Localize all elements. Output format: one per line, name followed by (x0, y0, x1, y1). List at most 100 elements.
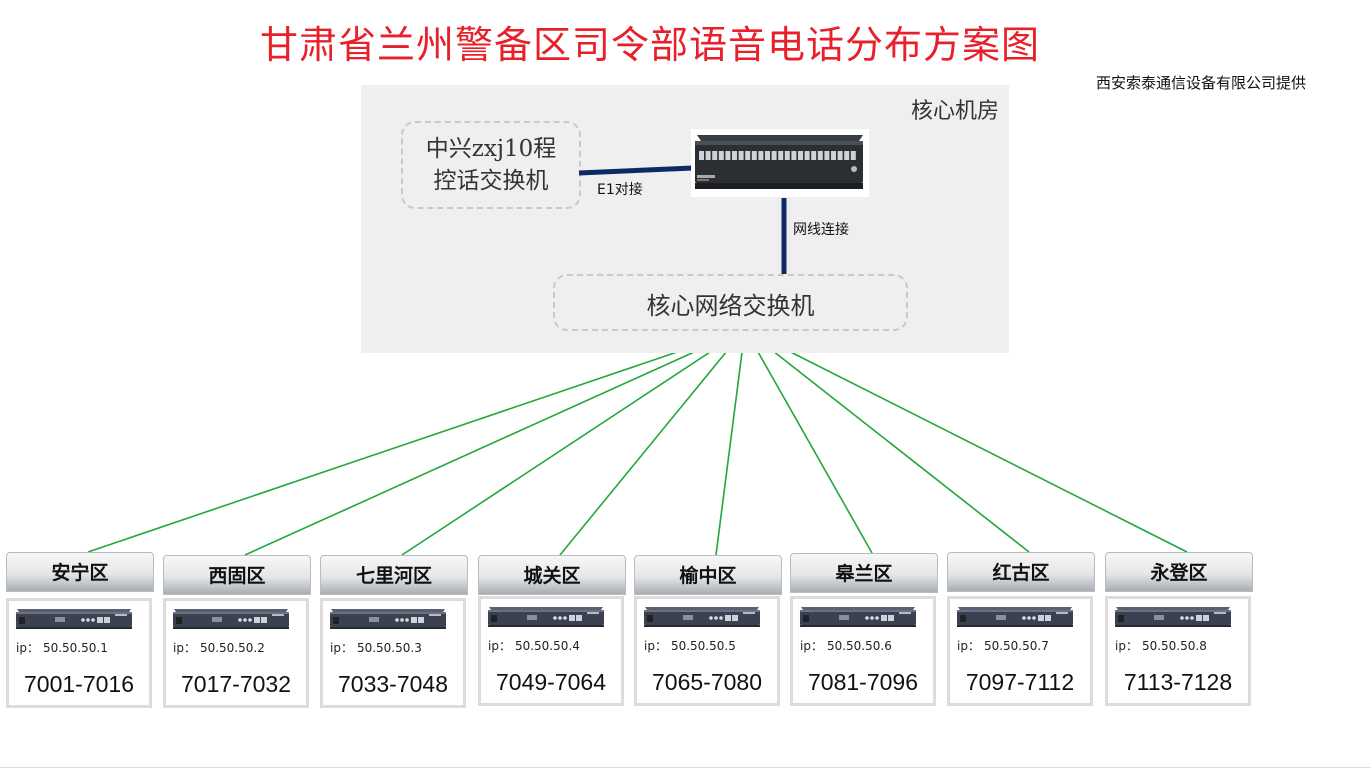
district-name-header: 安宁区 (6, 552, 154, 592)
diagram-title: 甘肃省兰州警备区司令部语音电话分布方案图 (259, 23, 1040, 67)
district-ip-line: ip：50.50.50.8 (1115, 637, 1207, 654)
voip-gateway-device-icon (487, 605, 605, 633)
core-network-switch-label: 核心网络交换机 (646, 292, 815, 320)
gateway-port (771, 151, 777, 160)
green-link-line (744, 328, 873, 554)
ip-address: 50.50.50.7 (983, 639, 1049, 653)
green-link-line (744, 328, 1030, 553)
extension-range: 7001-7016 (24, 671, 134, 697)
pbx-switch-label: 中兴zxj10程 控话交换机 (403, 133, 579, 197)
district-device-card: ip：50.50.50.7 7097-7112 (947, 596, 1093, 706)
cable-label: 网线连接 (793, 222, 849, 238)
ip-address: 50.50.50.8 (1141, 639, 1207, 653)
gateway-port (705, 151, 711, 160)
bottom-divider (0, 767, 1371, 768)
district-device-card: ip：50.50.50.2 7017-7032 (163, 598, 309, 708)
district-ip-line: ip：50.50.50.3 (330, 639, 422, 656)
ip-address: 50.50.50.1 (42, 641, 108, 655)
district-device-card: ip：50.50.50.5 7065-7080 (634, 596, 780, 706)
pbx-label-line1: 中兴zxj10程 (425, 136, 557, 162)
gateway-port (738, 151, 744, 160)
ip-prefix: ip： (16, 641, 39, 655)
gateway-port (798, 151, 803, 160)
core-room-label: 核心机房 (910, 99, 999, 124)
district-ip-line: ip：50.50.50.7 (957, 637, 1049, 654)
core-server-room: 核心机房 中兴zxj10程 控话交换机 E1对接 网线连接 核心网络交换机 (361, 85, 1009, 353)
gateway-port (745, 151, 751, 160)
district-name-header: 永登区 (1105, 552, 1253, 592)
district-name-header: 红古区 (947, 552, 1095, 592)
district-ip-line: ip：50.50.50.6 (800, 637, 892, 654)
gateway-port (758, 151, 764, 160)
gateway-port (837, 151, 843, 160)
e1-label: E1对接 (597, 182, 643, 198)
district-name-header: 皋兰区 (790, 553, 938, 593)
green-link-line (715, 328, 746, 556)
voip-gateway-device-icon (15, 607, 133, 635)
pbx-label-line2: 控话交换机 (433, 168, 549, 194)
extension-range: 7065-7080 (652, 669, 762, 695)
gateway-port (712, 151, 718, 160)
green-link-group (87, 328, 1188, 556)
gateway-port (850, 151, 856, 160)
extension-range: 7113-7128 (1123, 669, 1233, 695)
provider-note: 西安索泰通信设备有限公司提供 (1096, 74, 1307, 92)
gateway-port (778, 151, 784, 160)
core-network-switch-box: 核心网络交换机 (553, 274, 908, 331)
district-name-header: 西固区 (163, 555, 311, 595)
district-device-card: ip：50.50.50.1 7001-7016 (6, 598, 152, 708)
voip-gateway-device-icon (956, 605, 1074, 633)
gateway-port (811, 151, 817, 160)
gateway-port (844, 151, 850, 160)
ip-address: 50.50.50.4 (514, 639, 580, 653)
green-link-line (559, 328, 746, 556)
ip-prefix: ip： (330, 641, 353, 655)
extension-range: 7033-7048 (338, 671, 448, 697)
ip-prefix: ip： (173, 641, 196, 655)
ip-prefix: ip： (800, 639, 823, 653)
gateway-port (804, 151, 810, 160)
district-device-card: ip：50.50.50.4 7049-7064 (478, 596, 624, 706)
extension-range: 7017-7032 (181, 671, 291, 697)
voip-gateway-device-icon (1114, 605, 1232, 633)
ip-prefix: ip： (488, 639, 511, 653)
district-device-card: ip：50.50.50.3 7033-7048 (320, 598, 466, 708)
gateway-port-row (699, 151, 856, 160)
ip-address: 50.50.50.2 (199, 641, 265, 655)
green-link-line (744, 328, 1188, 553)
gateway-port (699, 151, 704, 160)
pbx-switch-box: 中兴zxj10程 控话交换机 (401, 121, 581, 209)
district-device-card: ip：50.50.50.8 7113-7128 (1105, 596, 1251, 706)
gateway-port (725, 151, 731, 160)
gateway-port (732, 151, 737, 160)
green-link-line (401, 328, 746, 556)
gateway-port (751, 151, 757, 160)
green-link-line (87, 328, 746, 553)
gateway-port (784, 151, 790, 160)
voip-gateway-device-icon (172, 607, 290, 635)
gateway-port (817, 151, 823, 160)
district-name-header: 七里河区 (320, 555, 468, 595)
gateway-port (831, 151, 836, 160)
voip-gateway-device-icon (799, 605, 917, 633)
district-ip-line: ip：50.50.50.1 (16, 639, 108, 656)
extension-range: 7049-7064 (496, 669, 606, 695)
gateway-port (824, 151, 830, 160)
ip-prefix: ip： (644, 639, 667, 653)
gateway-port (718, 151, 724, 160)
gateway-port (765, 151, 770, 160)
ip-prefix: ip： (1115, 639, 1138, 653)
district-ip-line: ip：50.50.50.2 (173, 639, 265, 656)
district-name-header: 榆中区 (634, 555, 782, 595)
extension-range: 7097-7112 (965, 669, 1075, 695)
district-ip-line: ip：50.50.50.4 (488, 637, 580, 654)
e1-trunk-line (578, 165, 694, 176)
district-name-header: 城关区 (478, 555, 626, 595)
ip-address: 50.50.50.3 (356, 641, 422, 655)
ip-address: 50.50.50.5 (670, 639, 736, 653)
voip-gateway-device-icon (329, 607, 447, 635)
green-link-line (244, 328, 746, 556)
district-ip-line: ip：50.50.50.5 (644, 637, 736, 654)
gateway-port (791, 151, 797, 160)
